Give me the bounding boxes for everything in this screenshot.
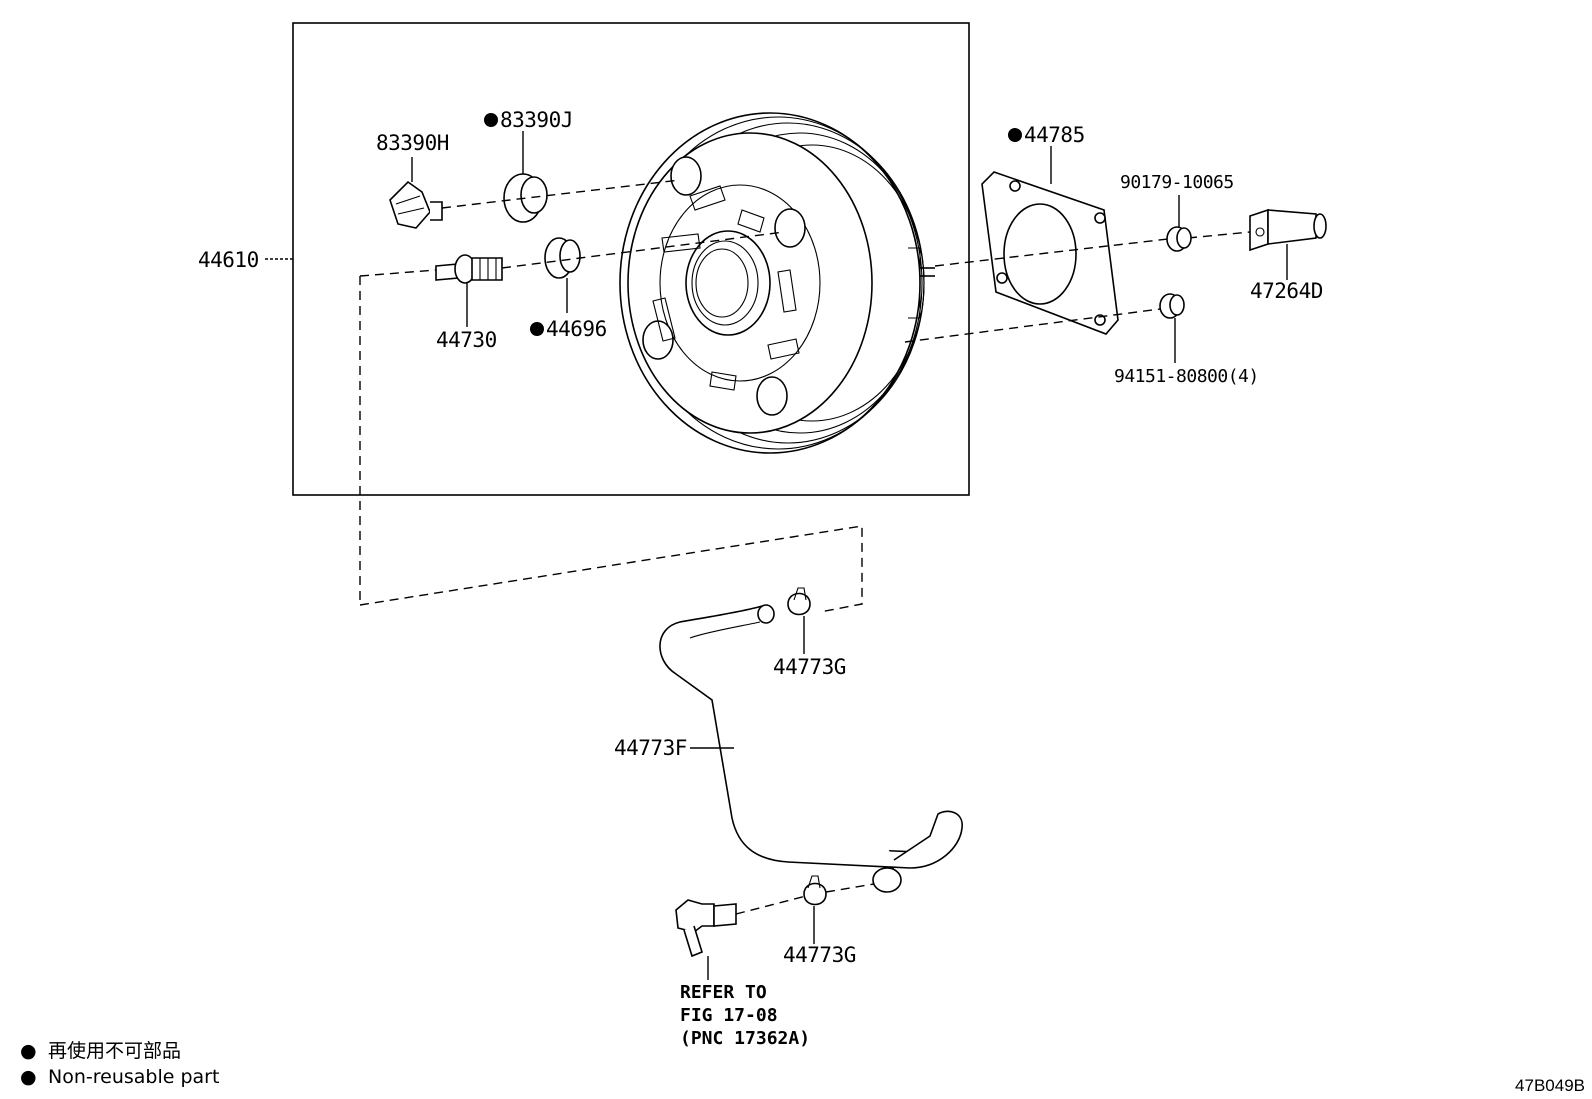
gasket-44785-drawing (981, 171, 1119, 335)
vacuum-hose-44773f-drawing (659, 604, 963, 893)
plug-83390h-drawing (389, 180, 443, 229)
reference-line-3: (PNC 17362A) (680, 1028, 810, 1049)
legend-bullet-japanese: ● (20, 1040, 37, 1062)
label-83390h: 83390H (376, 131, 449, 155)
check-valve-44730-drawing (435, 254, 503, 284)
label-90179-10065: 90179-10065 (1120, 172, 1234, 193)
label-44696: 44696 (546, 317, 607, 341)
guide-fitting-clip (735, 895, 807, 915)
guide-lower-stud (904, 307, 1169, 343)
guide-rod (934, 238, 1169, 267)
label-44730: 44730 (436, 328, 497, 352)
nut-90179-drawing (1166, 226, 1192, 252)
reference-line-1: REFER TO (680, 982, 767, 1003)
guide-valve (501, 231, 785, 269)
guide-valve-left (359, 269, 437, 277)
reference-line-2: FIG 17-08 (680, 1005, 778, 1026)
label-47264d: 47264D (1250, 279, 1323, 303)
legend-english: Non-reusable part (48, 1066, 219, 1088)
diagram-code: 47B049B (1515, 1076, 1585, 1095)
label-44785: 44785 (1024, 123, 1085, 147)
plug-83390j-drawing (503, 173, 548, 223)
legend-bullet-english: ● (20, 1066, 37, 1088)
label-44773g-upper: 44773G (773, 655, 846, 679)
guide-nut-clevis (1187, 231, 1251, 239)
label-44773f: 44773F (614, 736, 687, 760)
grommet-44696-drawing (544, 237, 581, 279)
non-reusable-marker-83390j (484, 113, 498, 127)
non-reusable-marker-44696 (530, 322, 544, 336)
legend-japanese: 再使用不可部品 (48, 1040, 181, 1062)
label-44610: 44610 (198, 248, 259, 272)
guide-clip-hose (825, 883, 875, 893)
brake-booster-drawing (619, 112, 935, 454)
clip-lower-44773g-drawing (803, 875, 827, 906)
nut-94151-drawing (1159, 293, 1185, 319)
clip-upper-44773g-drawing (787, 587, 811, 616)
guide-hose-frame (359, 525, 863, 613)
guide-plug-h (441, 179, 681, 209)
label-83390j: 83390J (500, 108, 573, 132)
non-reusable-marker-44785 (1008, 128, 1022, 142)
label-44773g-lower: 44773G (783, 943, 856, 967)
clevis-47264d-drawing (1249, 208, 1327, 252)
union-fitting-drawing (675, 899, 737, 958)
label-94151-80800: 94151-80800(4) (1114, 366, 1259, 387)
